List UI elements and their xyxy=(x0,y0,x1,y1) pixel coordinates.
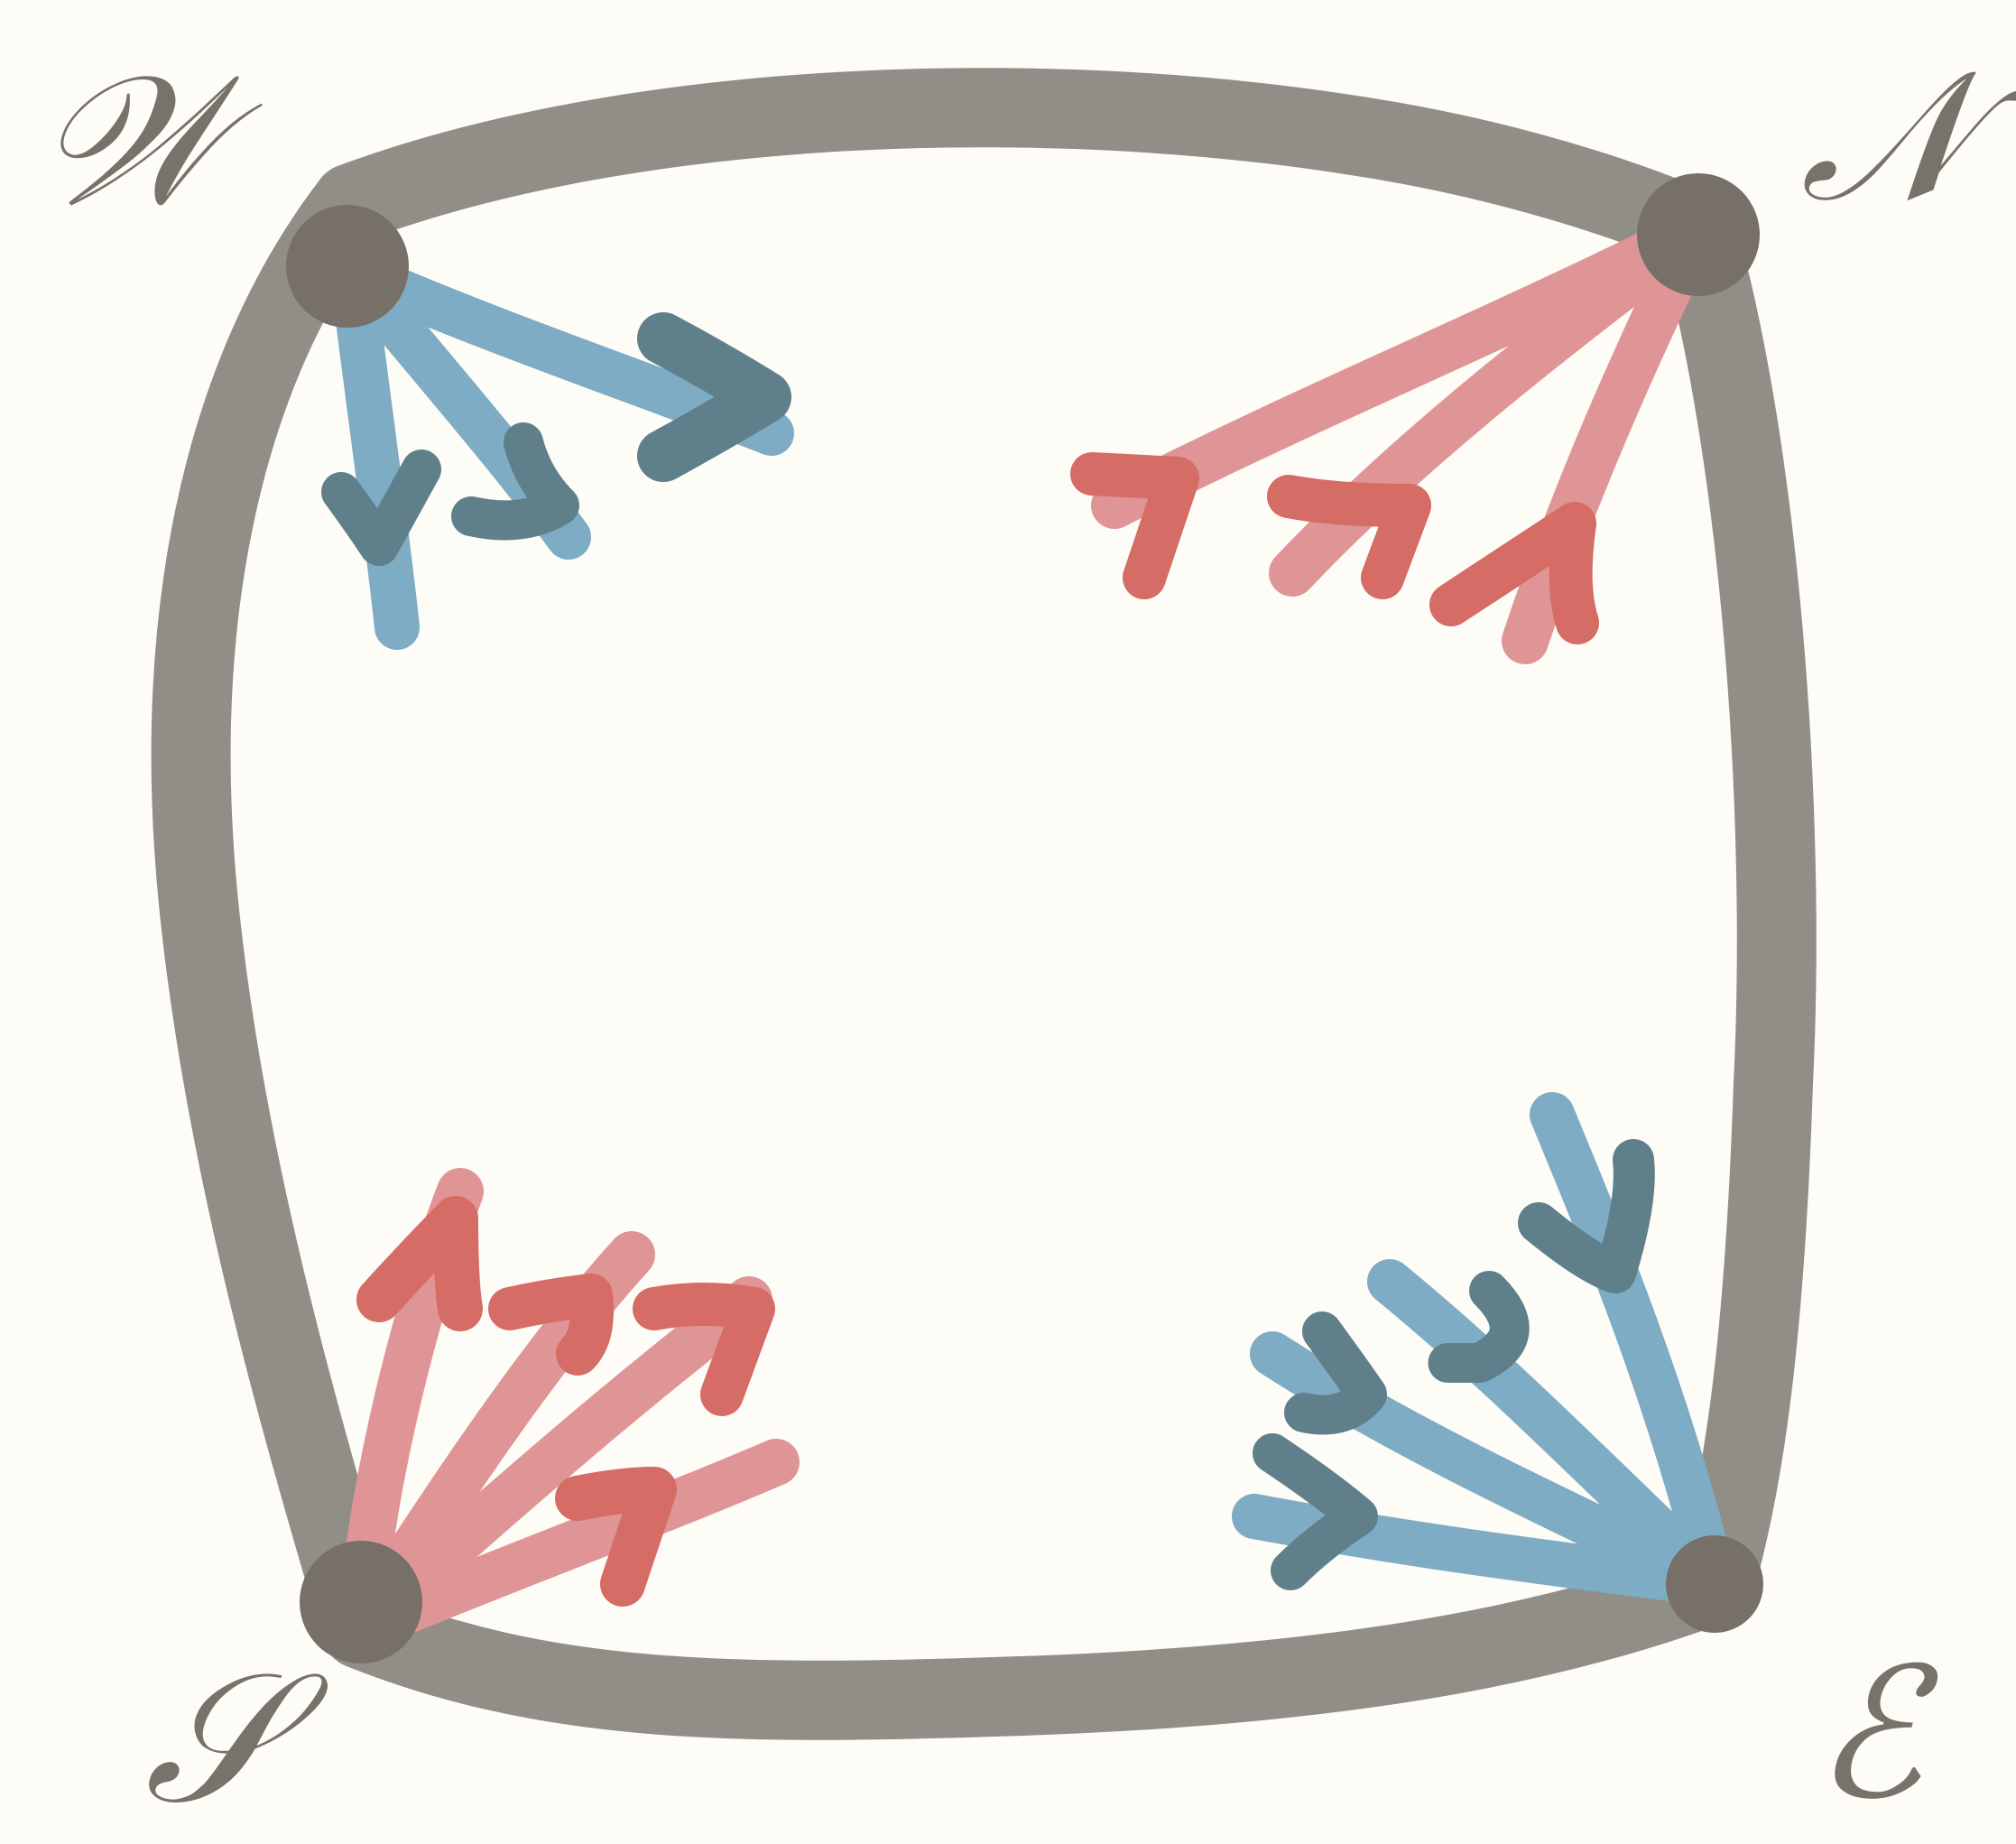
node-s xyxy=(300,1541,422,1663)
node-w xyxy=(286,205,409,328)
node-n xyxy=(1637,173,1760,296)
node-e xyxy=(1666,1535,1763,1633)
corner-label-e: ℰ xyxy=(1814,1629,1939,1839)
